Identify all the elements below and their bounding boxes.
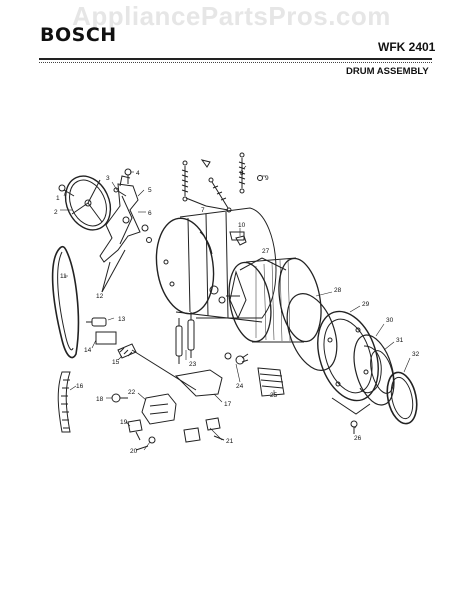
callout-7: 7 <box>201 207 205 214</box>
header-rule-dotted <box>39 62 432 63</box>
part-drive-belt <box>51 245 80 359</box>
callout-5: 5 <box>148 187 152 194</box>
part-front-counterweight <box>353 334 395 406</box>
callout-14: 14 <box>84 347 92 354</box>
callout-27: 27 <box>262 248 270 255</box>
part-wire-harness <box>57 371 71 433</box>
callout-6: 6 <box>148 210 152 217</box>
callout-19: 19 <box>120 419 128 426</box>
callout-23: 23 <box>189 361 197 368</box>
part-door-seal <box>386 371 418 425</box>
callout-4: 4 <box>136 170 140 177</box>
watermark-text: AppliancePartsPros.com <box>72 1 391 31</box>
part-bellows <box>257 367 285 397</box>
part-brackets <box>183 417 225 443</box>
section-title: DRUM ASSEMBLY <box>346 66 429 77</box>
header-rule <box>39 58 432 60</box>
callout-18: 18 <box>96 396 104 403</box>
callout-29: 29 <box>362 301 370 308</box>
callout-20: 20 <box>130 448 138 455</box>
callout-11: 11 <box>60 273 67 280</box>
part-pressure-switch <box>111 393 177 451</box>
part-tub-front <box>317 310 379 415</box>
brand-logo: BOSCH <box>40 24 117 46</box>
callout-2: 2 <box>54 209 58 216</box>
callout-13: 13 <box>118 316 126 323</box>
callout-10: 10 <box>238 222 246 229</box>
part-seal-ring <box>286 293 338 371</box>
callout-31: 31 <box>396 337 404 344</box>
callout-21: 21 <box>226 438 234 445</box>
callout-3: 3 <box>106 175 110 182</box>
part-screws <box>113 168 132 197</box>
model-number: WFK 2401 <box>378 40 436 54</box>
callout-30: 30 <box>386 317 394 324</box>
callout-8: 8 <box>240 170 244 177</box>
part-pulley <box>64 175 112 231</box>
part-heating-element <box>86 317 197 391</box>
part-shock-absorbers <box>175 312 195 364</box>
callout-1: 1 <box>56 195 60 202</box>
callout-32: 32 <box>412 351 420 358</box>
part-clip <box>235 235 247 246</box>
part-screw <box>350 420 358 434</box>
part-fasteners <box>224 352 249 365</box>
part-springs <box>181 152 263 213</box>
callout-26: 26 <box>354 435 362 442</box>
callout-25: 25 <box>270 392 278 399</box>
part-inner-drum <box>226 257 322 343</box>
callout-28: 28 <box>334 287 342 294</box>
callout-22: 22 <box>128 389 136 396</box>
callout-24: 24 <box>236 383 244 390</box>
part-cover-plate <box>174 369 223 397</box>
callout-9: 9 <box>265 175 269 182</box>
callout-17: 17 <box>224 401 232 408</box>
part-outer-tub <box>155 207 277 323</box>
leader-lines <box>60 165 411 451</box>
callout-15: 15 <box>112 359 120 366</box>
callout-12: 12 <box>96 293 104 300</box>
callout-16: 16 <box>76 383 84 390</box>
part-bracket <box>99 175 152 263</box>
